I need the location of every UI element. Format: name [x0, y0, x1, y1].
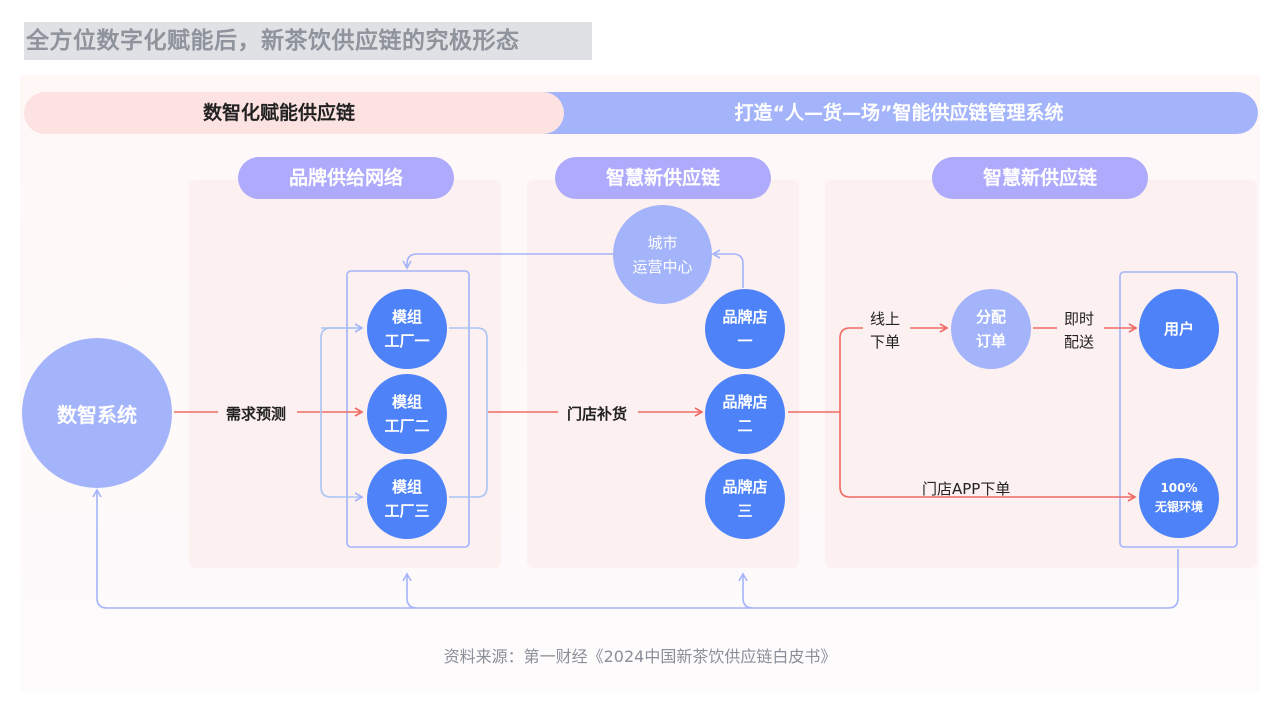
node-store-1: 品牌店一 — [705, 289, 785, 369]
node-factory-2: 模组工厂二 — [367, 374, 447, 454]
band-smart-management: 打造“人—货—场”智能供应链管理系统 — [500, 92, 1258, 134]
node-user: 用户 — [1139, 289, 1219, 369]
page-title: 全方位数字化赋能后，新茶饮供应链的究极形态 — [24, 22, 592, 60]
section-brand-supply — [189, 180, 501, 568]
node-factory-3: 模组工厂三 — [367, 459, 447, 539]
node-cashless: 100%无银环境 — [1139, 458, 1219, 538]
node-data-system: 数智系统 — [22, 338, 172, 488]
node-dispatch-order: 分配订单 — [951, 289, 1031, 369]
label-store-replenish: 门店补货 — [567, 405, 628, 423]
label-app-order: 门店APP下单 — [922, 480, 1011, 498]
pill-brand-supply-network: 品牌供给网络 — [238, 157, 454, 199]
node-factory-1: 模组工厂一 — [367, 289, 447, 369]
node-store-2: 品牌店二 — [705, 374, 785, 454]
band-digital-empowerment: 数智化赋能供应链 — [24, 92, 564, 134]
source-note: 资料来源：第一财经《2024中国新茶饮供应链白皮书》 — [443, 647, 837, 666]
pill-smart-new-chain-1: 智慧新供应链 — [555, 157, 771, 199]
label-demand-forecast: 需求预测 — [226, 405, 287, 423]
node-city-operation-center: 城市运营中心 — [613, 205, 712, 304]
pill-smart-new-chain-2: 智慧新供应链 — [932, 157, 1148, 199]
node-store-3: 品牌店三 — [705, 459, 785, 539]
label-online-order: 线上 下单 — [870, 310, 901, 351]
label-instant-delivery: 即时 配送 — [1064, 310, 1095, 351]
